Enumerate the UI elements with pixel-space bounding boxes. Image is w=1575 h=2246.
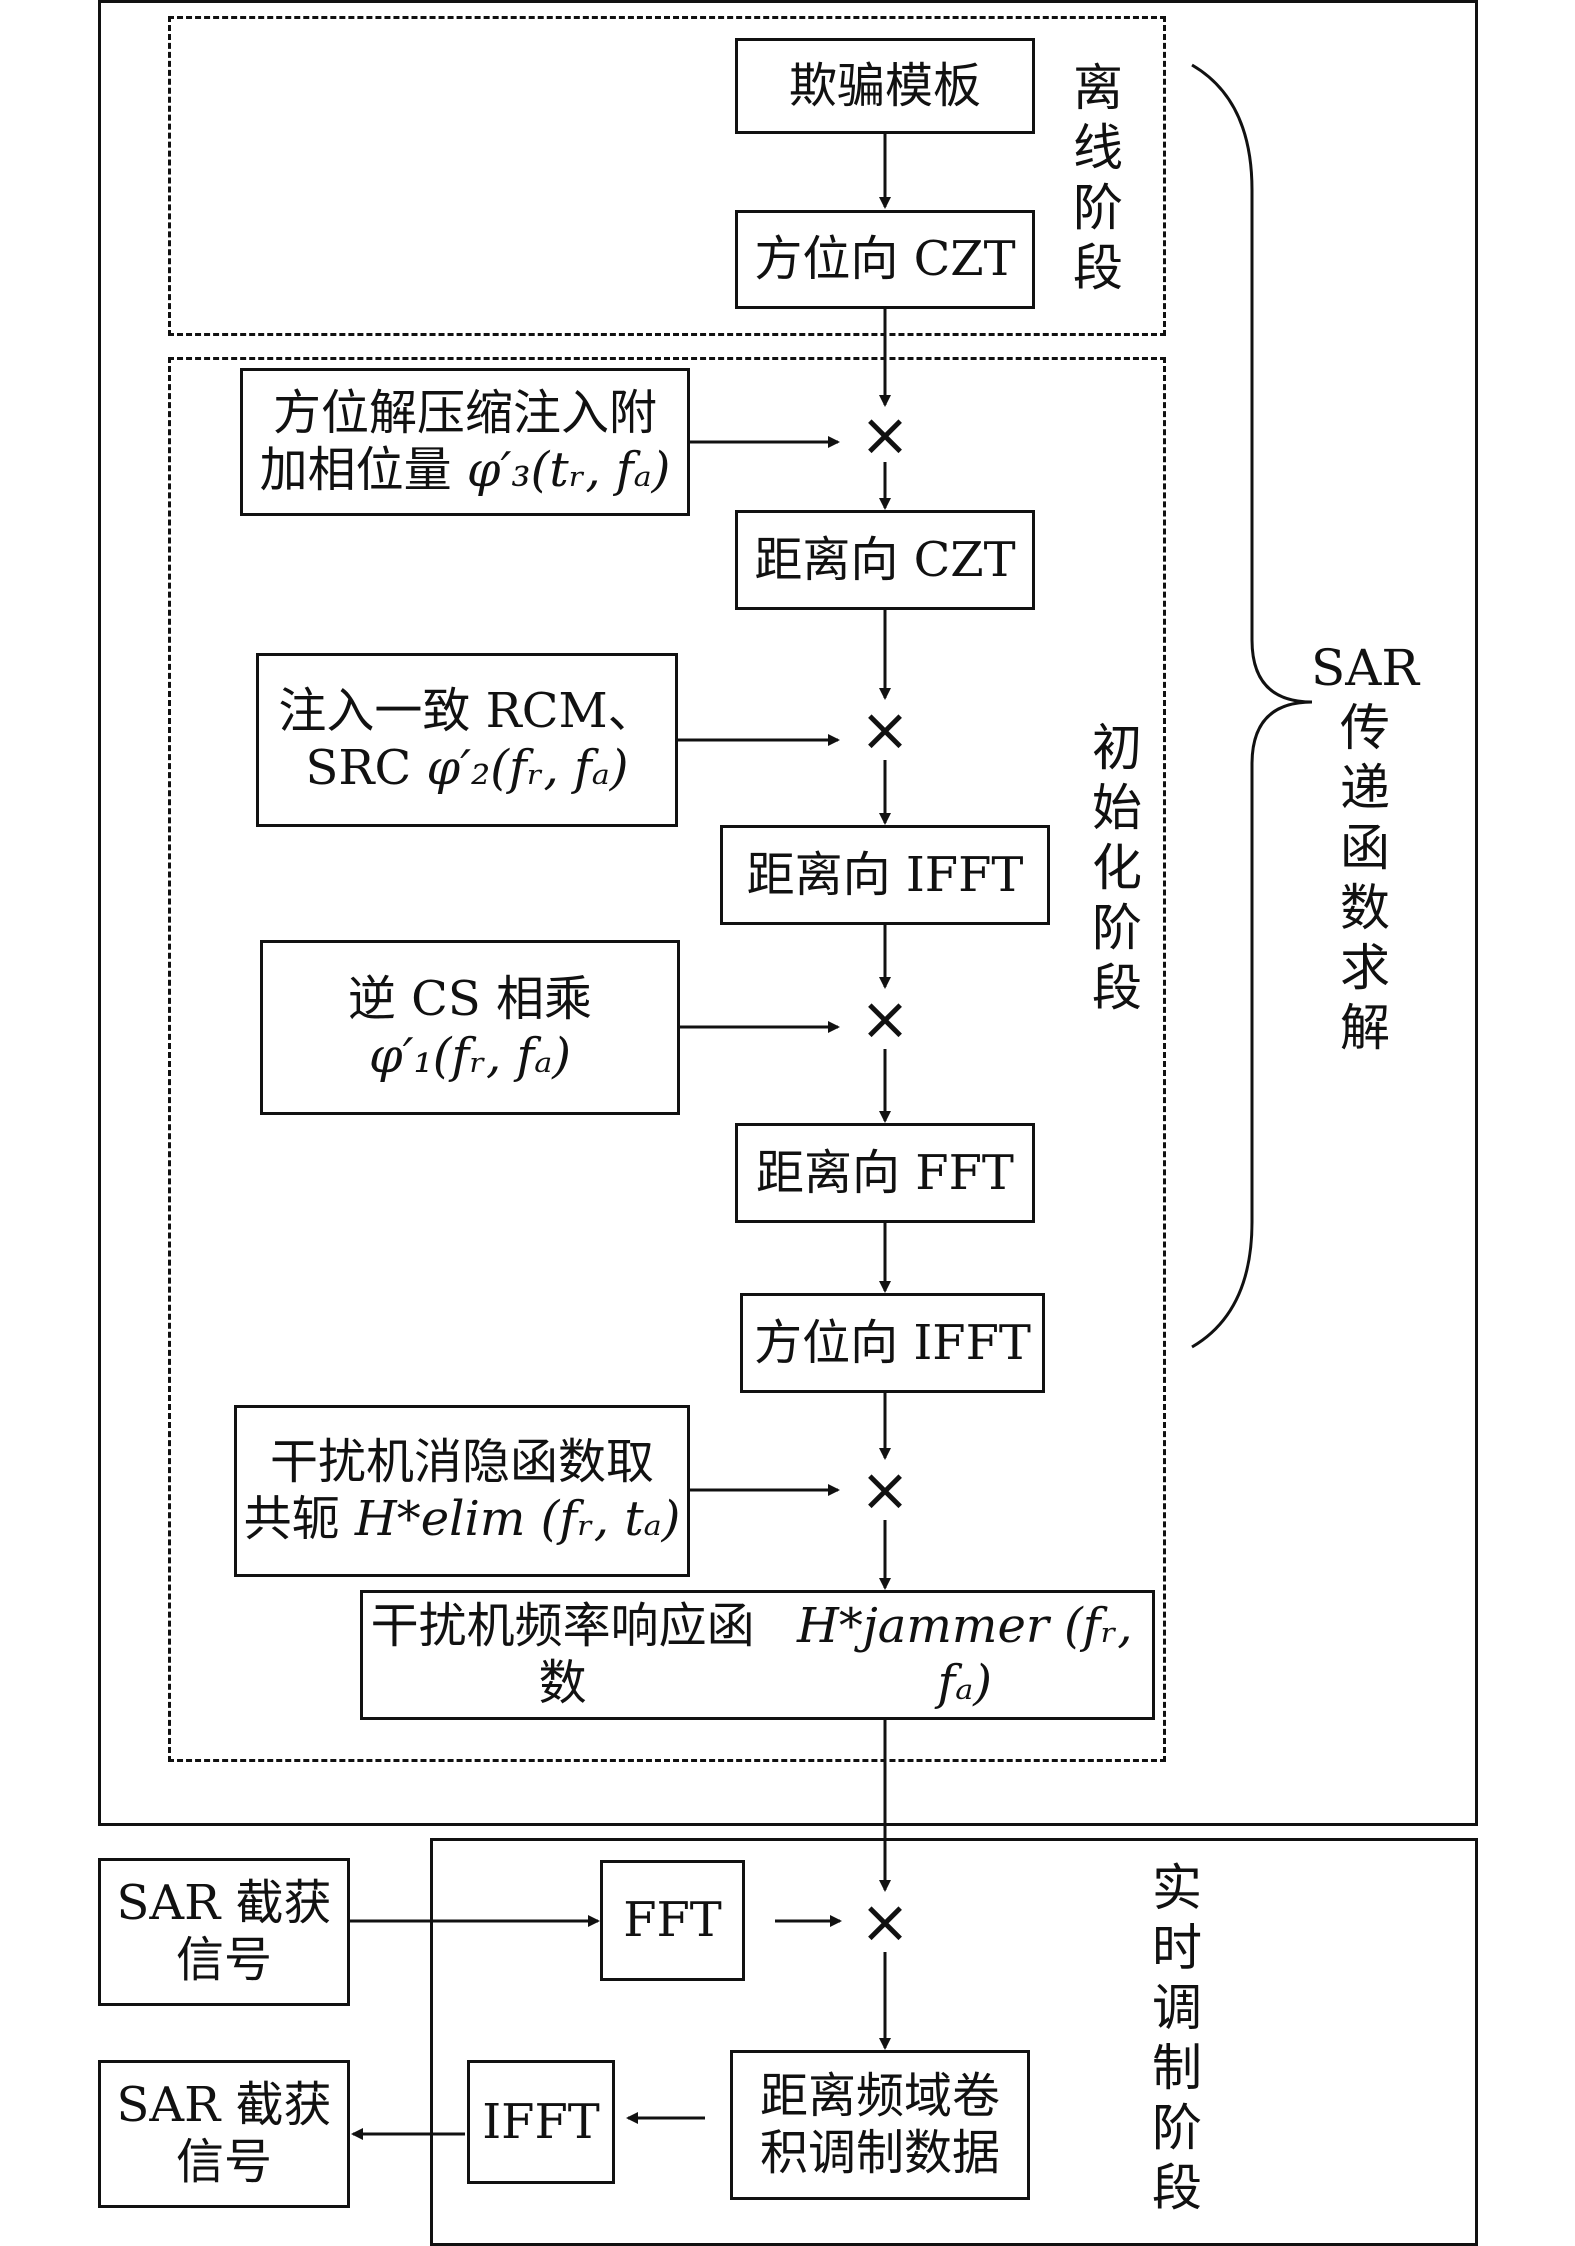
fft-box: FFT	[600, 1860, 745, 1981]
sar-in-line1: SAR 截获	[116, 1875, 332, 1932]
sar-intercepted-signal-in-box: SAR 截获 信号	[98, 1858, 350, 2006]
range-conv-modulation-box: 距离频域卷 积调制数据	[730, 2050, 1030, 2200]
range-fft-label: 距离向 FFT	[756, 1144, 1014, 1201]
offline-stage-label: 离 线 阶 段	[1073, 59, 1123, 297]
inverse-cs-formula: φ′₁(fᵣ, fₐ)	[369, 1027, 571, 1084]
inject-azimuth-line1: 方位解压缩注入附	[272, 385, 657, 442]
inject-rcm-line1: 注入一致 RCM、	[278, 683, 656, 740]
conv-line1: 距离频域卷	[759, 2068, 1000, 2125]
jammer-elim-formula: H*elim (fᵣ, tₐ)	[354, 1491, 681, 1547]
range-ifft-label: 距离向 IFFT	[746, 846, 1024, 903]
inverse-cs-line1: 逆 CS 相乘	[347, 970, 593, 1027]
inject-rcm-formula: φ′₂(fᵣ, fₐ)	[426, 740, 629, 796]
jammer-elim-line2: 共轭	[243, 1491, 340, 1547]
fft-label: FFT	[623, 1892, 722, 1949]
azimuth-czt-box: 方位向 CZT	[735, 210, 1035, 309]
jammer-freq-label: 干扰机频率响应函数	[370, 1598, 755, 1711]
sar-in-line2: 信号	[175, 1932, 272, 1988]
deception-template-box: 欺骗模板	[735, 38, 1035, 134]
sar-intercepted-signal-out-box: SAR 截获 信号	[98, 2060, 350, 2208]
jammer-elim-line1: 干扰机消隐函数取	[269, 1434, 654, 1491]
range-czt-box: 距离向 CZT	[735, 510, 1035, 610]
range-ifft-box: 距离向 IFFT	[720, 825, 1050, 925]
multiply-node-4: ×	[859, 1455, 911, 1525]
range-czt-label: 距离向 CZT	[754, 531, 1016, 588]
realtime-stage-frame	[430, 1838, 1478, 2246]
inject-rcm-line2: SRC	[305, 740, 412, 796]
outer-frame-sar-solve	[98, 0, 1478, 1826]
range-fft-box: 距离向 FFT	[735, 1123, 1035, 1223]
inject-azimuth-phase-box: 方位解压缩注入附 加相位量 φ′₃(tᵣ, fₐ)	[240, 368, 690, 516]
ifft-box: IFFT	[467, 2060, 615, 2184]
conv-line2: 积调制数据	[759, 2125, 1000, 2181]
brace-sar-solve	[1191, 63, 1313, 1349]
inject-azimuth-formula: φ′₃(tᵣ, fₐ)	[466, 442, 671, 498]
azimuth-czt-label: 方位向 CZT	[754, 231, 1016, 288]
ifft-label: IFFT	[482, 2093, 600, 2150]
multiply-node-3: ×	[859, 984, 911, 1054]
init-stage-frame	[168, 357, 1166, 1762]
inverse-cs-box: 逆 CS 相乘 φ′₁(fᵣ, fₐ)	[260, 940, 680, 1115]
azimuth-ifft-label: 方位向 IFFT	[754, 1314, 1031, 1371]
realtime-stage-label: 实 时 调 制 阶 段	[1152, 1859, 1202, 2217]
multiply-node-5: ×	[859, 1887, 911, 1957]
sar-out-line2: 信号	[175, 2134, 272, 2190]
azimuth-ifft-box: 方位向 IFFT	[740, 1293, 1045, 1393]
init-stage-label: 初 始 化 阶 段	[1092, 719, 1142, 1017]
inject-azimuth-line2: 加相位量	[259, 442, 452, 498]
multiply-node-2: ×	[859, 695, 911, 765]
sar-out-line1: SAR 截获	[116, 2077, 332, 2134]
jammer-elimination-box: 干扰机消隐函数取 共轭 H*elim (fᵣ, tₐ)	[234, 1405, 690, 1577]
offline-stage-frame	[168, 16, 1166, 336]
jammer-frequency-response-box: 干扰机频率响应函数 H*jammer (fᵣ, fₐ)	[360, 1590, 1155, 1720]
inject-rcm-src-box: 注入一致 RCM、 SRC φ′₂(fᵣ, fₐ)	[256, 653, 678, 827]
sar-solve-label: SAR 传 递 函 数 求 解	[1310, 639, 1419, 1057]
jammer-freq-formula: H*jammer (fᵣ, fₐ)	[797, 1598, 1133, 1711]
deception-template-label: 欺骗模板	[788, 57, 981, 114]
multiply-node-1: ×	[859, 400, 911, 470]
